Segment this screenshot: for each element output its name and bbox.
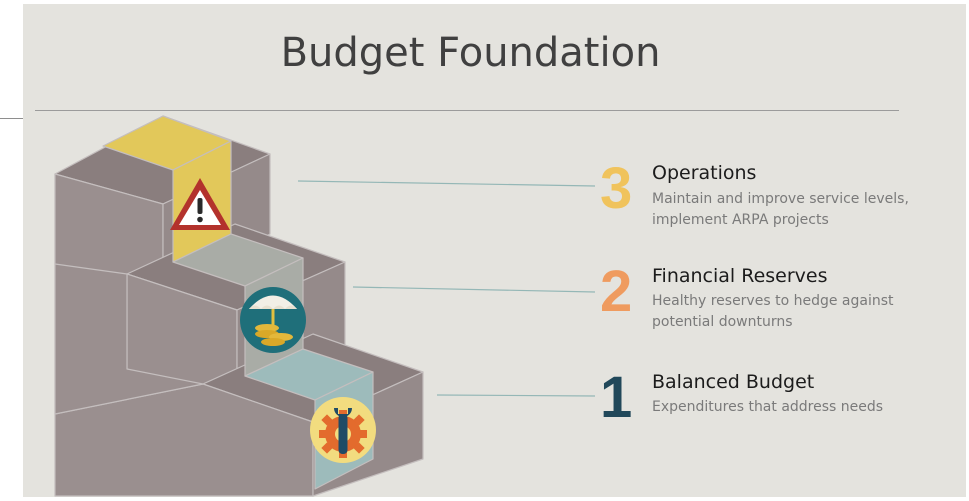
connector-line-2 [352,286,596,293]
title-divider [35,110,899,111]
warning-icon [170,178,230,230]
step-2-number: 2 [600,259,633,324]
connector-line-3 [297,180,596,187]
wrench-gear-icon [310,397,376,463]
staircase-diagram [54,115,596,497]
left-edge-rule [0,118,23,119]
step-3-title: Operations [652,162,757,184]
step-2-description: Healthy reserves to hedge against potent… [652,293,894,330]
step-3-number: 3 [600,156,633,221]
step-1-number: 1 [600,365,633,430]
umbrella-coins-icon [240,287,306,353]
step-1-description: Expenditures that address needs [652,399,884,415]
slide: Budget Foundation [23,4,966,497]
slide-title: Budget Foundation [280,30,661,76]
step-3-description: Maintain and improve service levels, imp… [652,191,909,228]
connector-line-1 [436,394,596,397]
stair-base [54,263,204,415]
step-2-title: Financial Reserves [652,265,828,287]
step-1-title: Balanced Budget [652,371,815,393]
